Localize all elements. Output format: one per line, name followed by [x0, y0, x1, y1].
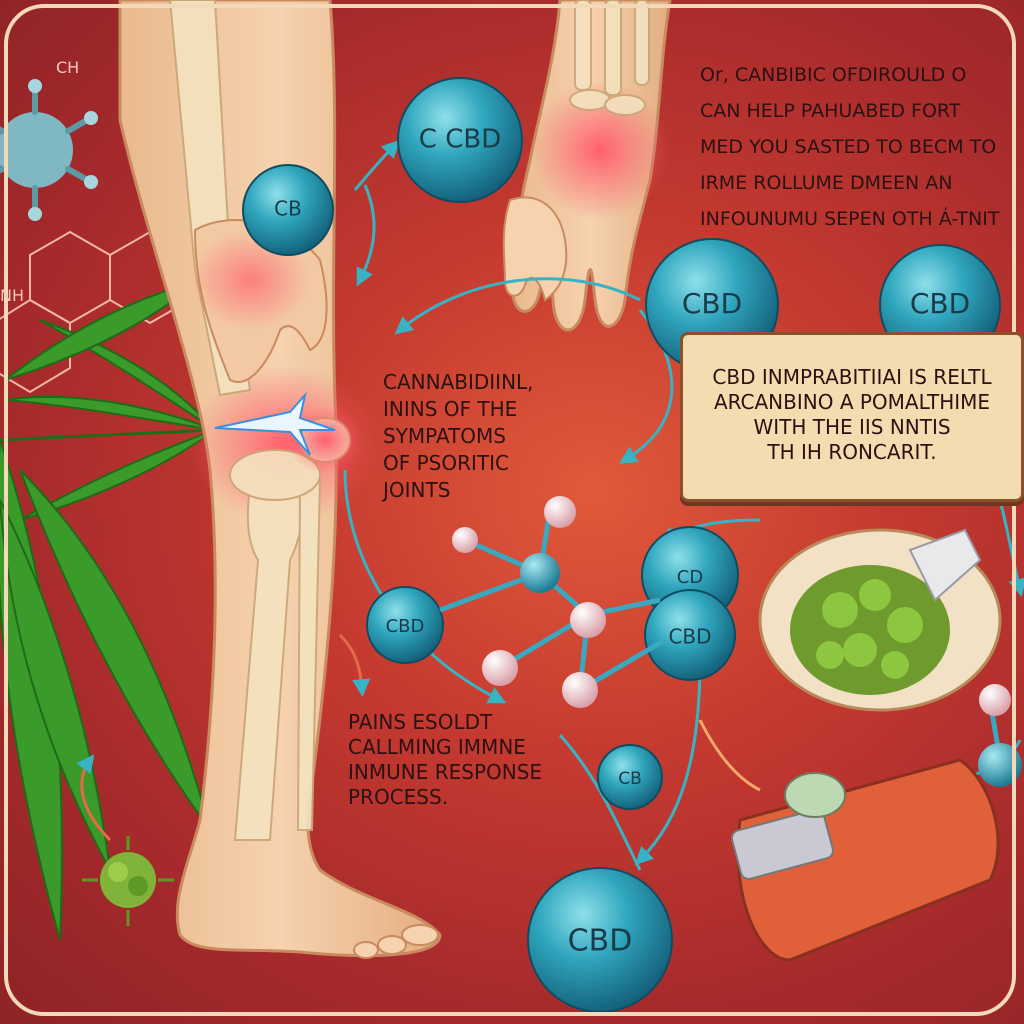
callout-line: ARCANBINO A POMALTHIME [713, 390, 991, 414]
leg-illustration [118, 0, 442, 959]
caption-line: OF PSORITIC [383, 451, 509, 475]
svg-text:CD: CD [677, 567, 703, 588]
caption-line: IRME ROLLUME DMEEN AN [700, 171, 953, 194]
middle-caption: CANNABIDIINL, ININS OF THE SYMPATOMS OF … [383, 372, 534, 507]
caption-line: MED YOU SASTED TO BECM TO [700, 135, 997, 158]
cbd-bubble: CBD [644, 589, 736, 681]
caption-line: SYMPATOMS [383, 424, 506, 448]
cbd-bubble: CB [597, 744, 663, 810]
caption-line: INFOUNUMU SEPEN OTH Á-TNIT [700, 207, 1000, 230]
svg-text:C CBD: C CBD [419, 125, 501, 155]
lower-caption: PAINS ESOLDT CALLMING IMMNE INMUNE RESPO… [348, 712, 542, 812]
svg-text:CBD: CBD [386, 616, 425, 637]
caption-line: INMUNE RESPONSE [348, 760, 543, 784]
cbd-bubble: CBD [366, 586, 444, 664]
molecule-fragment-icon [978, 684, 1022, 787]
top-caption: Or, CANBIBIC OFDIROULD O CAN HELP PAHUAB… [700, 64, 1020, 246]
caption-line: PROCESS. [348, 785, 449, 809]
hand-illustration [502, 0, 672, 332]
ointment-tube-illustration [698, 719, 1000, 962]
callout-line: TH IH RONCARIT. [767, 440, 937, 464]
svg-text:CB: CB [274, 197, 302, 221]
cannabis-bud-icon [82, 836, 174, 926]
callout-line: WITH THE IIS NNTIS [753, 415, 951, 439]
cannabis-leaf-icon [0, 279, 216, 941]
molecule-icon [439, 496, 667, 708]
svg-text:CBD: CBD [682, 287, 742, 320]
chem-label-nh: NH [0, 286, 24, 305]
chem-label-ch: CH [56, 58, 80, 77]
cbd-bubbles: C CBD CB CBD CBD CD CBD CBD CB CBD [242, 77, 1001, 1013]
callout-line: CBD INMPRABITIIAI IS RELTL [712, 365, 992, 389]
virus-icon [0, 79, 98, 221]
cbd-bubble: CB [242, 164, 334, 256]
caption-line: Or, CANBIBIC OFDIROULD O [700, 64, 967, 86]
cbd-bubble: C CBD [397, 77, 523, 203]
svg-text:CBD: CBD [668, 625, 711, 649]
caption-line: JOINTS [383, 478, 451, 502]
svg-text:CBD: CBD [910, 287, 970, 320]
caption-line: ININS OF THE [383, 397, 518, 421]
caption-line: PAINS ESOLDT [348, 710, 493, 734]
curved-arrow-icon [76, 754, 112, 842]
svg-text:CBD: CBD [568, 924, 633, 959]
caption-line: CAN HELP PAHUABED FORT [700, 99, 961, 122]
svg-text:CB: CB [618, 769, 642, 789]
info-callout-box: CBD INMPRABITIIAI IS RELTL ARCANBINO A P… [680, 332, 1024, 502]
cbd-bubble: CBD [527, 867, 673, 1013]
caption-line: CALLMING IMMNE [348, 735, 526, 759]
flow-arrows [338, 139, 1024, 871]
cream-jar-illustration [758, 528, 1002, 712]
caption-line: CANNABIDIINL, [383, 370, 534, 394]
